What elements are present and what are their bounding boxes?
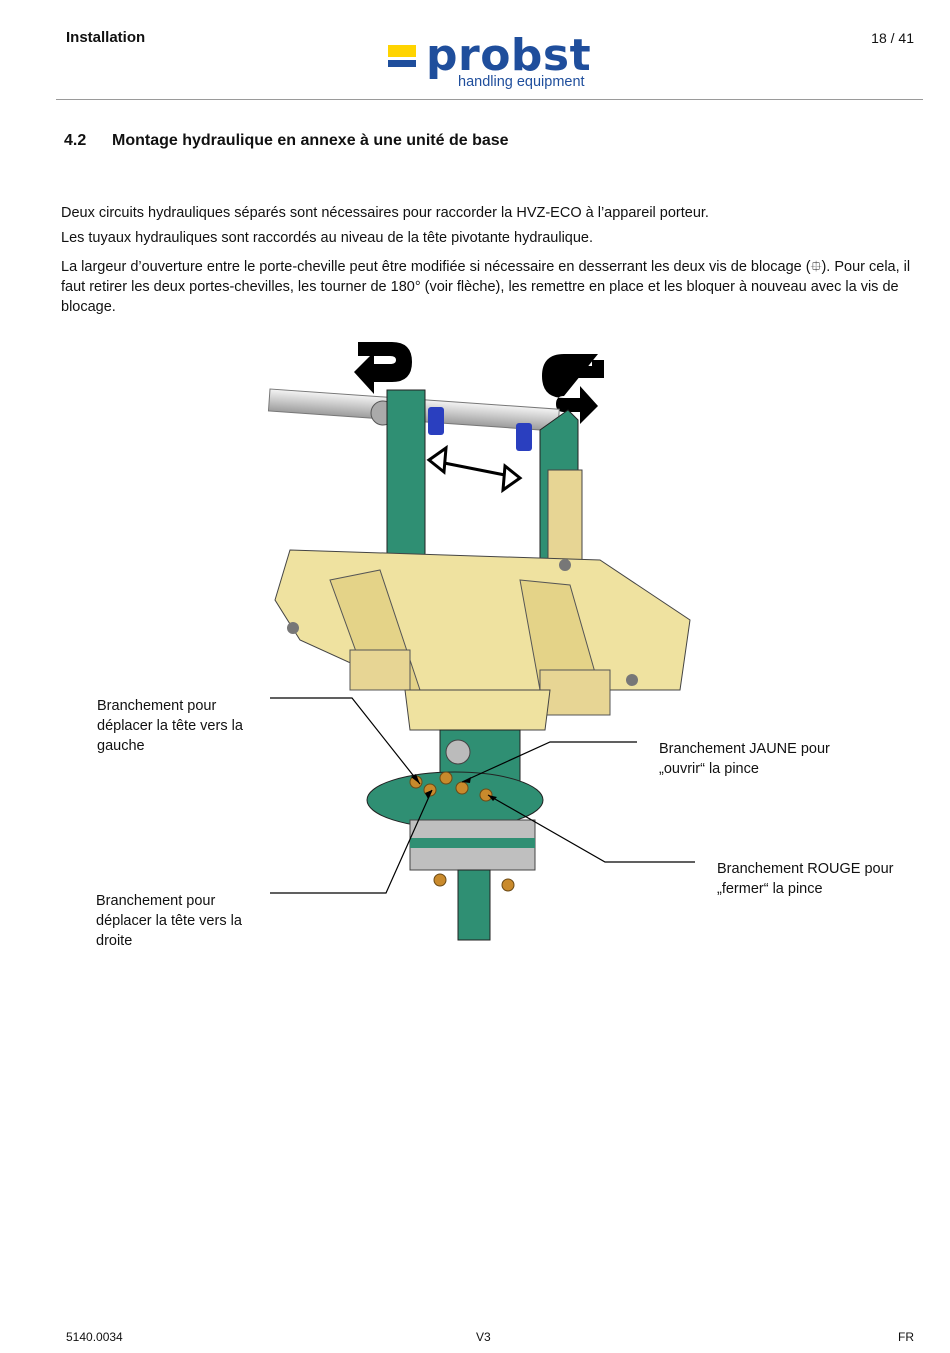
pin-holder-right <box>539 409 579 581</box>
rotator-upper <box>439 729 521 791</box>
logo-blue-bar <box>388 60 416 67</box>
paragraph-circuits: Deux circuits hydrauliques séparés sont … <box>61 205 709 221</box>
paragraph-largeur: La largeur d’ouverture entre le porte-ch… <box>61 259 911 315</box>
header-section-title: Installation <box>66 29 146 46</box>
section-title: Montage hydraulique en annexe à une unit… <box>112 132 509 149</box>
rotator-shaft <box>457 869 491 941</box>
probst-logo: probst handling equipment <box>388 30 603 96</box>
hydraulic-fittings <box>409 771 515 892</box>
paragraph-tuyaux: Les tuyaux hydrauliques sont raccordés a… <box>61 230 594 246</box>
rotator-housing <box>409 819 536 871</box>
main-frame <box>274 549 691 691</box>
logo-tagline: handling equipment <box>458 74 585 90</box>
page-number: 18 / 41 <box>871 30 914 46</box>
pin-holder-left <box>386 389 426 566</box>
support-rod <box>267 388 560 432</box>
footer-version: V3 <box>476 1330 491 1344</box>
label-branchement-rouge: Branchement ROUGE pour „fermer“ la pince <box>717 861 894 897</box>
pin-holder-plate <box>547 469 583 561</box>
logo-yellow-bar <box>388 45 416 57</box>
spacer-left <box>428 407 444 435</box>
rotation-arrow-left-icon <box>354 342 412 394</box>
rotator-flange <box>366 771 544 829</box>
rotation-arrow-right-icon <box>542 354 604 424</box>
label-branchement-droite: Branchement pour déplacer la tête vers l… <box>96 893 242 949</box>
rod-nut <box>370 400 396 426</box>
section-number: 4.2 <box>64 132 87 149</box>
double-arrow-shaft <box>428 458 521 480</box>
label-branchement-jaune: Branchement JAUNE pour „ouvrir“ la pince <box>659 741 830 777</box>
footer-language: FR <box>898 1330 914 1344</box>
callout-leaders <box>270 697 695 894</box>
label-branchement-gauche: Branchement pour déplacer la tête vers l… <box>97 698 243 754</box>
header-divider <box>56 99 923 100</box>
logo-wordmark: probst <box>426 30 592 81</box>
spacer-right <box>516 423 532 451</box>
footer-doc-number: 5140.0034 <box>66 1330 123 1344</box>
